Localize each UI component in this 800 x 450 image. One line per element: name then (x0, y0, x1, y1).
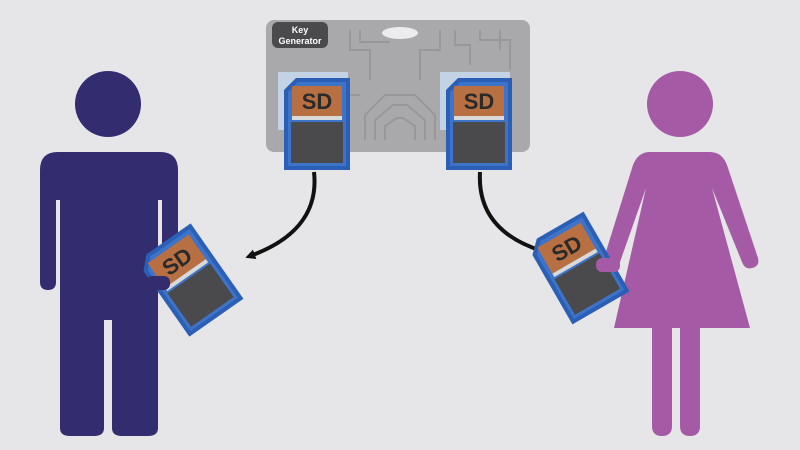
woman-hand (596, 258, 620, 272)
sd-card-label: SD (302, 89, 333, 114)
sd-card-label: SD (464, 89, 495, 114)
arrow-to-woman (477, 171, 547, 255)
man-head (75, 71, 141, 137)
sd-card-slot-right[interactable]: SD (446, 78, 512, 170)
sd-card-held-by-woman[interactable]: SD (526, 211, 630, 325)
sd-card-slot-left[interactable]: SD (284, 78, 350, 170)
man-body (40, 152, 178, 436)
woman-figure (603, 71, 759, 436)
woman-body (603, 152, 759, 436)
sd-card-held-by-man[interactable]: SD (136, 223, 244, 337)
arrow-to-man (245, 171, 317, 260)
key-generator-device: Key Generator SD SD (266, 20, 530, 170)
man-figure (40, 71, 178, 436)
device-label-line2: Generator (278, 36, 322, 46)
man-hand (146, 276, 170, 290)
woman-head (647, 71, 713, 137)
device-label-box (272, 22, 328, 48)
device-label-line1: Key (292, 25, 309, 35)
device-hole (382, 27, 418, 39)
